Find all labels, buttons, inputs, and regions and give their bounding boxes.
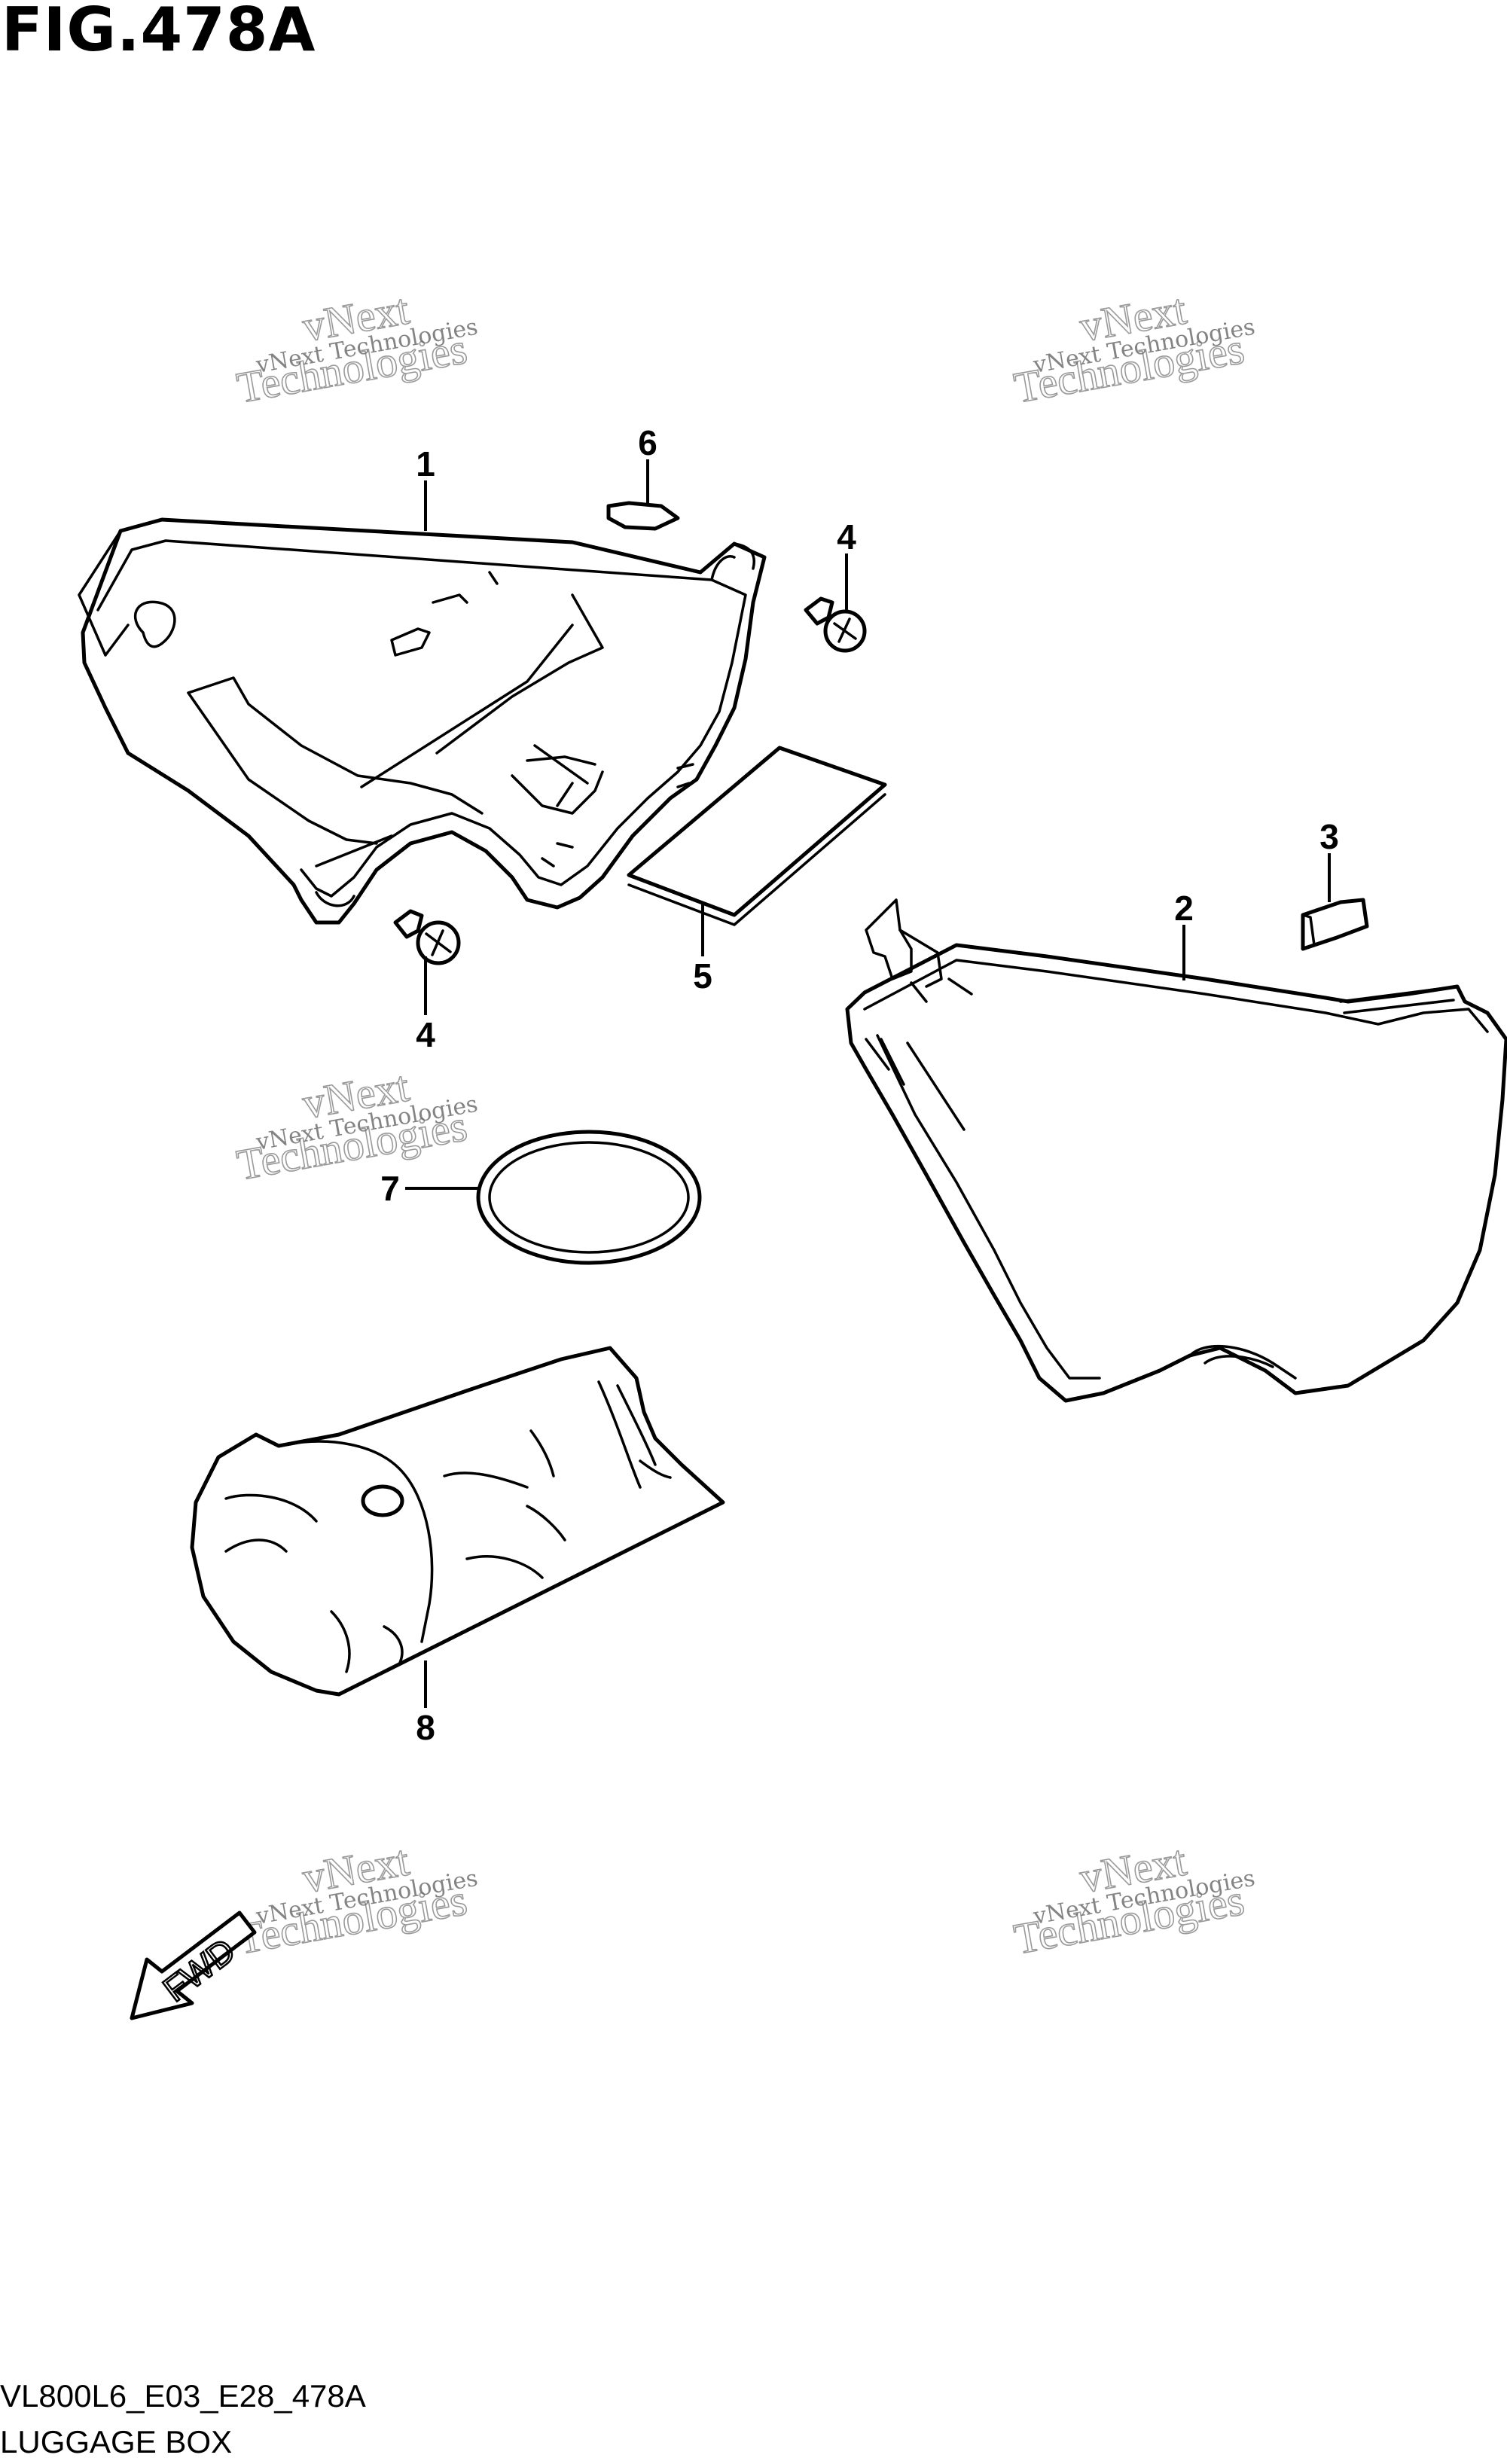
part-7-o-ring [476, 1130, 702, 1265]
part-1-luggage-box [78, 517, 767, 925]
watermark: vNext Technologies vNext Technologies [233, 1835, 480, 1965]
watermark: vNext Technologies vNext Technologies [1010, 284, 1257, 413]
part-5-mat [627, 746, 887, 926]
callout-8: 8 [416, 1708, 435, 1747]
callout-5: 5 [693, 956, 712, 996]
callout-1: 1 [416, 444, 435, 483]
part-3-pad [1301, 898, 1369, 951]
part-4-screw-upper [804, 596, 867, 653]
part-4-screw-lower [393, 909, 461, 965]
watermark: vNext Technologies vNext Technologies [233, 1061, 480, 1191]
figure-code: VL800L6_E03_E28_478A [0, 2378, 366, 2414]
callout-3: 3 [1319, 817, 1339, 856]
fwd-direction-arrow: FWD [130, 1911, 257, 2020]
part-2-side-cover [845, 898, 1507, 1403]
figure-title: FIG.478A [2, 0, 316, 65]
watermark: vNext Technologies vNext Technologies [233, 284, 480, 413]
figure-name: LUGGAGE BOX [0, 2424, 233, 2459]
callout-2: 2 [1174, 889, 1194, 928]
part-6-label [606, 501, 680, 531]
watermark: vNext Technologies vNext Technologies [1010, 1835, 1257, 1965]
callout-4-lower: 4 [416, 1015, 435, 1054]
part-8-cover [190, 1346, 725, 1697]
callout-7: 7 [380, 1169, 400, 1208]
callout-6: 6 [638, 423, 657, 462]
callout-4-upper: 4 [837, 517, 856, 557]
